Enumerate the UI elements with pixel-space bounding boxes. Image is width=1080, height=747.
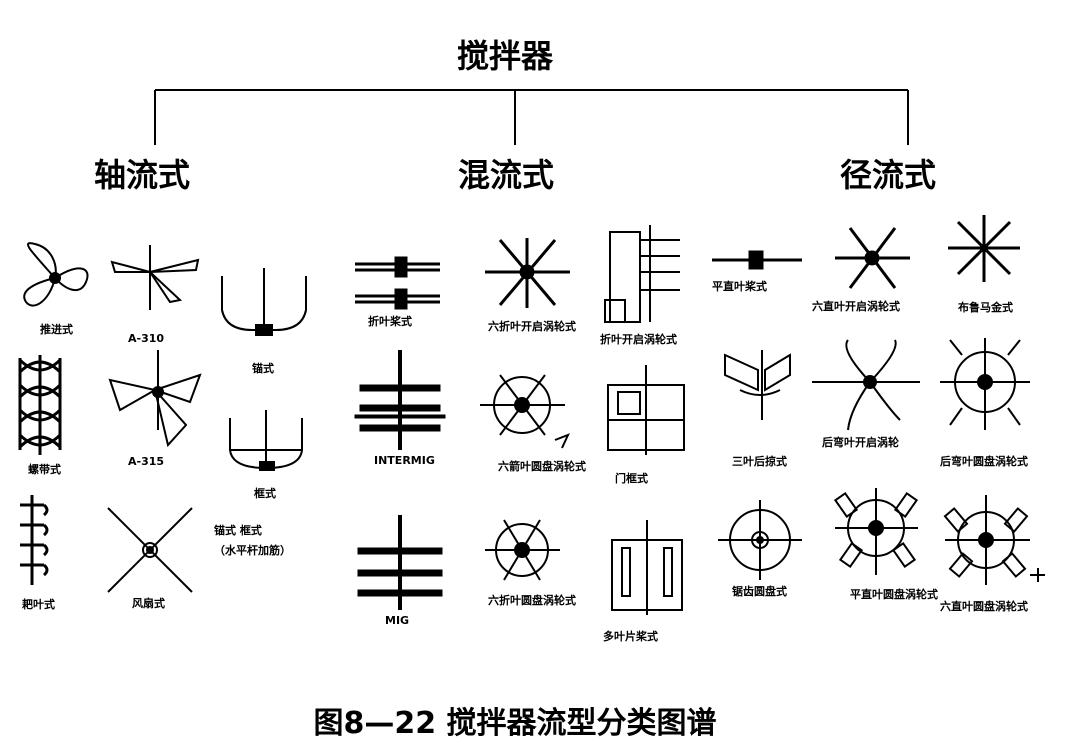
six-curved-turbine-icon [485, 519, 560, 581]
six-flat-disc-turbine-icon [943, 495, 1045, 585]
label-paddle-anchor-note: （水平杆加筋） [214, 543, 291, 557]
helical-ribbon-icon [18, 355, 62, 455]
label-six-arrow-turbine: 六箭叶圆盘涡轮式 [498, 459, 586, 473]
propeller-icon [23, 242, 89, 307]
saw-disc-icon [718, 500, 802, 580]
curved-open-turbine-icon [812, 339, 920, 431]
label-saw-disc: 锯齿圆盘式 [732, 584, 787, 598]
label-curved-open-turbine: 后弯叶开启涡轮 [822, 435, 899, 449]
label-three-leaf: 三叶后掠式 [732, 454, 787, 468]
label-multi-blade-flat: 布鲁马金式 [958, 300, 1013, 314]
label-mig: MIG [385, 614, 409, 627]
anchor-icon [221, 268, 307, 336]
label-cross: 风扇式 [132, 596, 165, 610]
label-frame: 框式 [254, 486, 276, 500]
label-propeller: 推进式 [40, 322, 73, 336]
gate-icon [607, 365, 685, 455]
six-flat-open-turbine-icon [835, 227, 910, 289]
label-six-flat-open-turbine: 六直叶开启涡轮式 [812, 299, 900, 313]
label-paddle-anchor: 锚式 框式 [214, 523, 262, 537]
label-a310: A-310 [128, 332, 164, 345]
pitched-blade-icon [355, 256, 440, 310]
single-pitched-turbine-icon [604, 225, 680, 323]
label-gate: 门框式 [615, 471, 648, 485]
flat-paddle-icon [712, 250, 802, 270]
label-a315: A-315 [128, 455, 164, 468]
multi-blade-icon [611, 520, 683, 615]
label-intermig: INTERMIG [374, 454, 435, 467]
label-multi-blade: 多叶片桨式 [603, 629, 658, 643]
label-six-flat-disc-turbine: 六直叶圆盘涡轮式 [940, 599, 1028, 613]
label-pitched-blade: 折叶桨式 [368, 314, 412, 328]
label-helical-ribbon: 螺带式 [28, 462, 61, 476]
label-six-curved-turbine: 六折叶圆盘涡轮式 [488, 593, 576, 607]
figure-caption: 图8—22 搅拌器流型分类图谱 [313, 706, 716, 741]
curved-disc-turbine-icon [940, 338, 1030, 430]
category-radial-flow: 径流式 [840, 156, 936, 194]
rake-icon [20, 495, 49, 585]
label-rake: 耙叶式 [22, 597, 55, 611]
flat-disc-turbine-icon [833, 488, 919, 575]
multi-blade-flat-icon [948, 215, 1020, 282]
label-flat-paddle: 平直叶桨式 [712, 279, 767, 293]
six-pitched-turbine-icon [485, 238, 570, 308]
three-leaf-icon [724, 350, 791, 420]
label-curved-disc-turbine: 后弯叶圆盘涡轮式 [940, 454, 1028, 468]
a315-icon [108, 350, 202, 448]
a310-icon [110, 245, 200, 310]
category-axial-flow: 轴流式 [94, 156, 190, 194]
label-flat-disc-turbine: 平直叶圆盘涡轮式 [850, 587, 938, 601]
label-anchor: 锚式 [252, 361, 274, 375]
tree-connectors [154, 89, 909, 145]
intermig-icon [354, 350, 446, 450]
frame-icon [229, 410, 303, 471]
label-six-pitched-turbine: 六折叶开启涡轮式 [488, 319, 576, 333]
six-arrow-turbine-icon [480, 374, 570, 449]
cross-icon [107, 507, 193, 593]
label-single-pitched-turbine: 折叶开启涡轮式 [600, 332, 677, 346]
root-title: 搅拌器 [457, 37, 554, 75]
mig-icon [357, 515, 443, 610]
category-mixed-flow: 混流式 [458, 156, 554, 194]
